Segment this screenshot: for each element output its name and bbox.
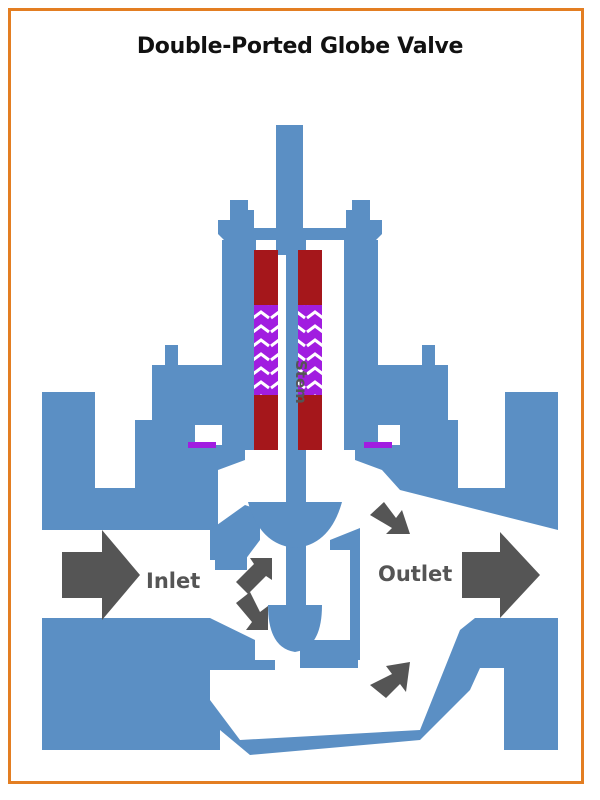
packing-lower-left [254, 395, 278, 450]
gasket-left [188, 442, 216, 448]
packing-lower-right [298, 395, 322, 450]
stem-top [276, 125, 303, 255]
outlet-flange [355, 392, 558, 530]
flow-arrow-outlet-upper [370, 502, 410, 534]
upper-plug [248, 502, 342, 548]
inlet-arrow [62, 530, 140, 620]
outlet-label: Outlet [378, 562, 452, 586]
lower-body [42, 618, 558, 755]
bonnet-right-wall [344, 240, 378, 450]
upper-seat-ledge [215, 548, 247, 570]
bonnet-right-cap [303, 200, 382, 246]
bonnet-left-wall [222, 240, 256, 450]
packing-upper-left [254, 250, 278, 305]
diagram-title: Double-Ported Globe Valve [136, 34, 464, 59]
cage-right [330, 528, 360, 660]
lower-seat-right [300, 640, 358, 668]
inlet-flange [42, 392, 245, 530]
flow-arrow-outlet-lower [370, 662, 410, 698]
upper-seat-left [210, 505, 260, 560]
flow-arrows [62, 502, 540, 698]
stem-label: Stem [292, 360, 310, 404]
spring-left [254, 305, 278, 395]
bonnet-left-flange [152, 345, 222, 425]
gasket-right [364, 442, 392, 448]
flow-arrow-up-inlet [236, 558, 272, 594]
lower-left-flange [42, 618, 90, 750]
outlet-arrow [462, 532, 540, 618]
spring-right [298, 305, 322, 395]
flow-arrow-down-inlet [236, 592, 268, 630]
packing-upper-right [298, 250, 322, 305]
inlet-label: Inlet [146, 569, 200, 593]
bonnet-right-flange [378, 345, 448, 425]
packing-rings [254, 250, 322, 450]
bonnet-left-cap [218, 200, 276, 246]
